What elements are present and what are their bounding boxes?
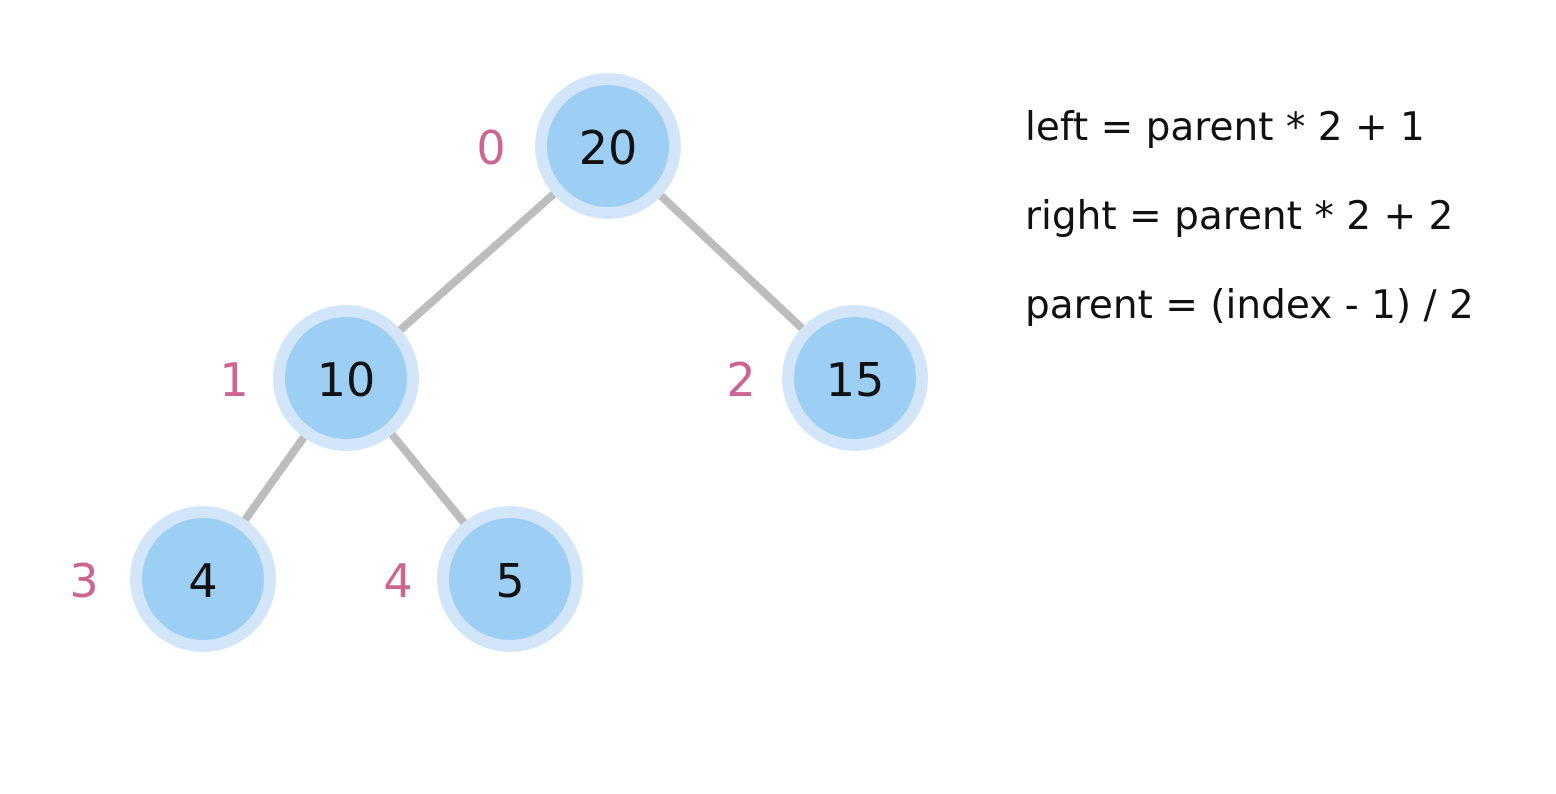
node-index-label: 2: [726, 353, 755, 407]
node-circle: [142, 518, 264, 640]
node-circle: [449, 518, 571, 640]
tree-node-1: 10: [273, 305, 419, 451]
node-index-label: 4: [383, 554, 412, 608]
node-index-label: 0: [476, 121, 505, 175]
node-value: 5: [495, 554, 524, 608]
formula-left-child: left = parent * 2 + 1: [1025, 105, 1425, 150]
tree-node-3: 4: [130, 506, 276, 652]
tree-node-4: 5: [437, 506, 583, 652]
node-value: 4: [188, 554, 217, 608]
tree-node-0: 20: [535, 73, 681, 219]
node-value: 10: [317, 353, 376, 407]
node-circle: [547, 85, 669, 207]
node-circle: [285, 317, 407, 439]
tree-node-2: 15: [782, 305, 928, 451]
node-value: 15: [826, 353, 885, 407]
formula-right-child: right = parent * 2 + 2: [1025, 194, 1454, 239]
formula-parent-index: parent = (index - 1) / 2: [1025, 283, 1474, 328]
node-circle: [794, 317, 916, 439]
node-index-label: 3: [69, 554, 98, 608]
node-value: 20: [579, 121, 638, 175]
node-index-label: 1: [219, 353, 248, 407]
tree-nodes: 20 0 10 1 15 2 4 3 5 4: [69, 73, 928, 652]
